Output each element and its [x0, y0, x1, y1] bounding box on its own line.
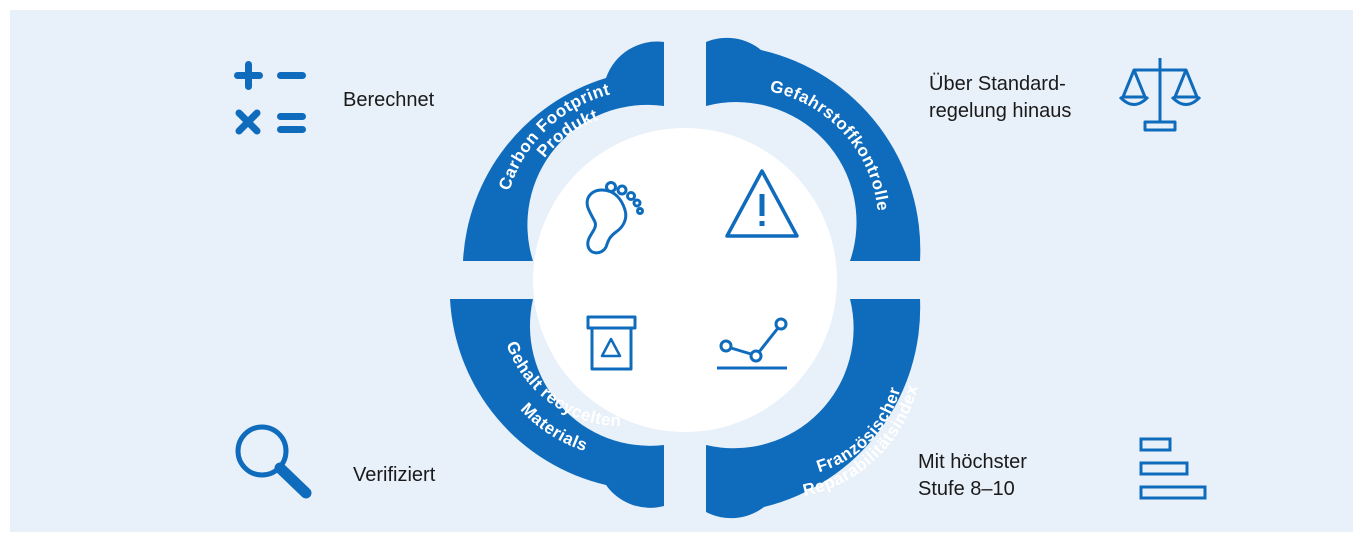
footprint-icon [585, 181, 644, 255]
segment-hazard-control [706, 37, 921, 261]
segment-recycled-content [450, 299, 664, 508]
recycle-box-icon [586, 315, 637, 371]
diagram-panel: Produkt Carbon Footprint Gefahrstoffkont… [10, 10, 1353, 532]
label-berechnet: Berechnet [343, 87, 434, 114]
label-stufe: Mit höchster Stufe 8–10 [918, 449, 1027, 503]
label-standard-line2: regelung hinaus [929, 100, 1072, 122]
calculator-symbols-icon [234, 61, 306, 135]
label-verifiziert: Verifiziert [353, 462, 435, 489]
label-verifiziert-line1: Verifiziert [353, 464, 436, 486]
magnifier-icon [235, 424, 312, 499]
label-standard-line1: Über Standard- [929, 73, 1066, 95]
segment-repairability-index [706, 299, 921, 519]
label-berechnet-line1: Berechnet [343, 89, 435, 111]
segment-carbon-footprint [463, 41, 664, 261]
label-stufe-line1: Mit höchster [918, 451, 1027, 473]
ring-diagram: Produkt Carbon Footprint Gefahrstoffkont… [234, 37, 1207, 519]
scales-icon [1118, 58, 1202, 132]
warning-triangle-icon [725, 169, 799, 238]
label-stufe-line2: Stufe 8–10 [918, 478, 1015, 500]
bar-levels-icon [1139, 437, 1207, 500]
label-standard: Über Standard- regelung hinaus [929, 71, 1071, 125]
center-hub [533, 128, 837, 432]
line-chart-icon [717, 317, 788, 370]
